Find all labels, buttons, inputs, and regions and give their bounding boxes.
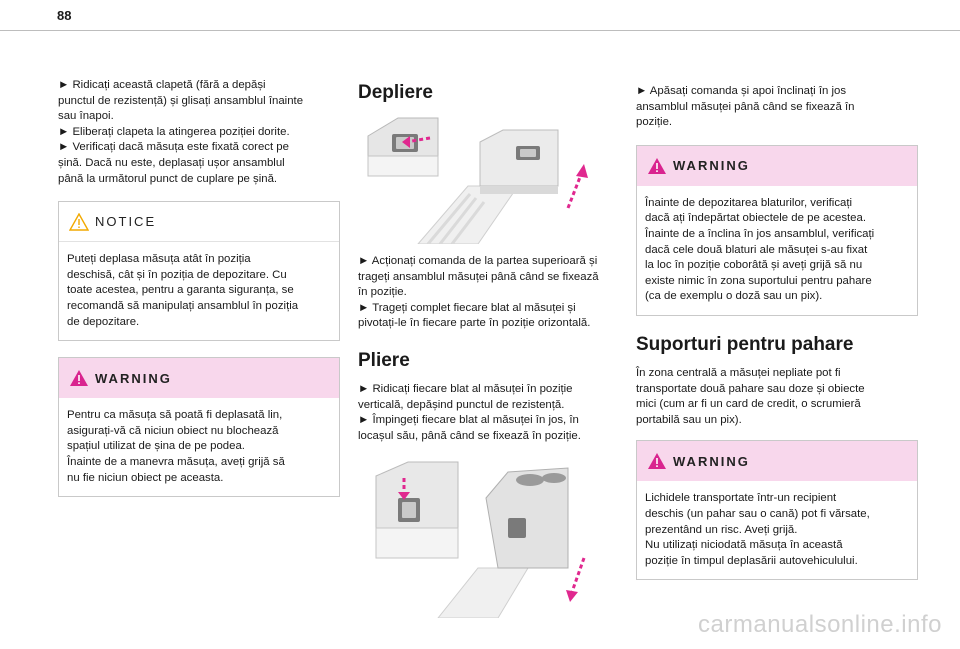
text-line: punctul de rezistență) și glisați ansamb… (58, 94, 304, 107)
text-line: ► Verificați dacă măsuța este fixată cor… (58, 141, 289, 154)
table-unfold-image (367, 117, 588, 245)
warning-title: WARNING (673, 453, 750, 469)
text-line: ► Apăsați comanda și apoi înclinați în j… (636, 85, 847, 97)
tilt-instructions: ► Apăsați comanda și apoi înclinați în j… (636, 84, 918, 131)
text-line: trageți ansamblul măsuței până când se f… (358, 270, 599, 283)
text-line: poziție. (636, 116, 673, 129)
warning-triangle-icon (648, 453, 666, 470)
text-line: ansamblul măsuței până când se fixează î… (636, 100, 855, 113)
notice-box: NOTICE Puteți deplasa măsuța atât în poz… (58, 201, 340, 342)
column-2: Depliere ► Acționați comanda de la parte… (358, 82, 640, 619)
text-line: pivotați-le în fiecare parte în poziție … (358, 317, 591, 330)
text-line: Lichidele transportate într-un recipient (645, 492, 837, 505)
text-line: prezentând un risc. Aveți grijă. (645, 523, 798, 536)
warning-body: Pentru ca măsuța să poată fi deplasată l… (59, 398, 339, 496)
text-line: la loc în poziție coborâtă și aveți grij… (645, 259, 863, 272)
section-heading-depliere: Depliere (358, 82, 433, 103)
warning-header: WARNING (637, 145, 917, 186)
text-line: ► Ridicați fiecare blat al măsuței în po… (358, 382, 573, 395)
text-line: (ca de exemplu o doză sau un pix). (645, 290, 823, 303)
unfold-illustration (358, 116, 598, 245)
warning-header: WARNING (637, 441, 917, 482)
text-line: recomandă să manipulați ansamblul în poz… (67, 299, 299, 312)
text-line: ► Ridicați această clapetă (fără a depăș… (58, 79, 266, 91)
warning-title: WARNING (95, 370, 172, 386)
warning-triangle-icon (648, 157, 666, 174)
text-line: ► Acționați comanda de la partea superio… (358, 255, 598, 267)
notice-triangle-icon (69, 213, 89, 231)
header-rule (0, 30, 960, 31)
text-line: portabilă sau un pix). (636, 413, 742, 426)
text-line: poziție în timpul deplasării autovehicul… (645, 554, 858, 567)
section-heading-cup-holders: Suporturi pentru pahare (636, 333, 854, 355)
text-line: verticală, depășind punctul de rezistenț… (358, 398, 565, 411)
text-line: ► Împingeți fiecare blat al măsuței în j… (358, 414, 579, 427)
notice-body: Puteți deplasa măsuța atât în poziția de… (59, 242, 339, 340)
fold-instructions: ► Ridicați fiecare blat al măsuței în po… (358, 382, 640, 444)
warning-title: WARNING (673, 158, 750, 174)
page-number: 88 (57, 8, 72, 23)
text-line: Înainte de depozitarea blaturilor, verif… (645, 196, 853, 209)
warning-body: Înainte de depozitarea blaturilor, verif… (637, 186, 917, 315)
text-line: transportate două pahare sau doze și obi… (636, 382, 865, 395)
text-line: ► Eliberați clapeta la atingerea poziție… (58, 125, 290, 138)
watermark: carmanualsonline.info (698, 611, 942, 638)
column-1: ► Ridicați această clapetă (fără a depăș… (58, 78, 340, 498)
warning-box: WARNING Pentru ca măsuța să poată fi dep… (58, 357, 340, 498)
text-line: șină. Dacă nu este, deplasați ușor ansam… (58, 156, 285, 169)
text-line: dacă ați îndepărtat obiectele de pe aces… (645, 212, 867, 225)
warning-triangle-icon (70, 370, 88, 387)
text-line: de depozitare. (67, 315, 140, 328)
text-line: în poziție. (358, 286, 407, 299)
text-line: locașul său, până când se fixează în poz… (358, 429, 581, 442)
notice-title: NOTICE (95, 214, 157, 230)
text-line: Nu utilizați niciodată măsuța în această (645, 539, 843, 552)
text-line: Puteți deplasa măsuța atât în poziția (67, 253, 251, 266)
text-line: În zona centrală a măsuței nepliate pot … (636, 366, 841, 379)
text-line: asigurați-vă că niciun obiect nu blochea… (67, 424, 279, 437)
cup-holder-text: În zona centrală a măsuței nepliate pot … (636, 366, 918, 428)
text-line: până la următorul punct de cuplare pe și… (58, 172, 278, 185)
text-line: nu fie niciun obiect pe aceasta. (67, 471, 224, 484)
table-fold-image (375, 461, 586, 619)
warning-box: WARNING Înainte de depozitarea blaturilo… (636, 144, 918, 316)
text-line: dacă cele două blaturi ale măsuței s-au … (645, 243, 868, 256)
text-line: deschis (un pahar sau o cană) pot fi văr… (645, 507, 870, 520)
text-line: toate acestea, pentru a garanta siguranț… (67, 284, 294, 297)
text-line: spațiul utilizat de șina de pe podea. (67, 440, 245, 453)
warning-box: WARNING Lichidele transportate într-un r… (636, 440, 918, 581)
text-line: ► Trageți complet fiecare blat al măsuțe… (358, 301, 576, 314)
notice-header: NOTICE (59, 202, 339, 243)
text-line: Pentru ca măsuța să poată fi deplasată l… (67, 409, 283, 422)
warning-body: Lichidele transportate într-un recipient… (637, 481, 917, 579)
text-line: mici (cum ar fi un card de credit, o scr… (636, 398, 861, 411)
fold-illustration (358, 458, 598, 619)
text-line: deschisă, cât și în poziția de depozitar… (67, 268, 287, 281)
text-line: existe nimic în zona suportului pentru p… (645, 274, 872, 287)
unfold-instructions: ► Acționați comanda de la partea superio… (358, 254, 640, 332)
warning-header: WARNING (59, 358, 339, 399)
text-line: sau înapoi. (58, 110, 114, 123)
intro-paragraph: ► Ridicați această clapetă (fără a depăș… (58, 78, 340, 187)
section-heading-pliere: Pliere (358, 349, 410, 371)
text-line: Înainte de a manevra măsuța, aveți grijă… (67, 455, 285, 468)
column-3: ► Apăsați comanda și apoi înclinați în j… (636, 84, 918, 581)
text-line: Înainte de a înclina în jos ansamblul, v… (645, 227, 875, 240)
